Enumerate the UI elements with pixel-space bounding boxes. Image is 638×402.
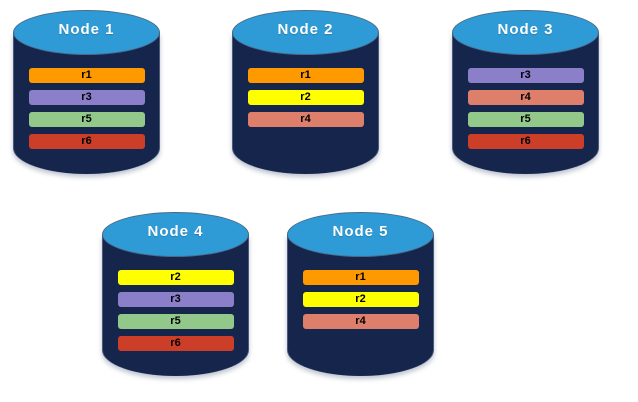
row-bar[interactable]: r5	[28, 112, 145, 127]
row-bar[interactable]: r4	[467, 90, 584, 105]
row-list: r3 r4 r5 r6	[452, 68, 599, 149]
cylinder-top-ellipse	[232, 10, 379, 55]
row-bar[interactable]: r1	[302, 270, 419, 285]
cylinder-top-ellipse	[452, 10, 599, 55]
row-bar[interactable]: r3	[28, 90, 145, 105]
row-bar[interactable]: r5	[117, 314, 234, 329]
row-list: r1 r2 r4	[287, 270, 434, 329]
row-bar[interactable]: r2	[117, 270, 234, 285]
row-list: r1 r3 r5 r6	[13, 68, 160, 149]
row-bar[interactable]: r1	[28, 68, 145, 83]
row-list: r2 r3 r5 r6	[102, 270, 249, 351]
row-bar[interactable]: r4	[247, 112, 364, 127]
node-label: Node 3	[497, 21, 554, 38]
row-bar[interactable]: r5	[467, 112, 584, 127]
node-label: Node 1	[58, 21, 115, 38]
row-bar[interactable]: r2	[302, 292, 419, 307]
node-label: Node 2	[277, 21, 334, 38]
row-bar[interactable]: r1	[247, 68, 364, 83]
cylinder-top-ellipse	[13, 10, 160, 55]
row-bar[interactable]: r2	[247, 90, 364, 105]
row-bar[interactable]: r6	[28, 134, 145, 149]
cylinder-top-ellipse	[102, 212, 249, 257]
cylinder-top-ellipse	[287, 212, 434, 257]
node-label: Node 4	[147, 223, 204, 240]
node-label: Node 5	[332, 223, 389, 240]
row-bar[interactable]: r6	[117, 336, 234, 351]
row-bar[interactable]: r3	[467, 68, 584, 83]
row-list: r1 r2 r4	[232, 68, 379, 127]
row-bar[interactable]: r4	[302, 314, 419, 329]
row-bar[interactable]: r6	[467, 134, 584, 149]
row-bar[interactable]: r3	[117, 292, 234, 307]
